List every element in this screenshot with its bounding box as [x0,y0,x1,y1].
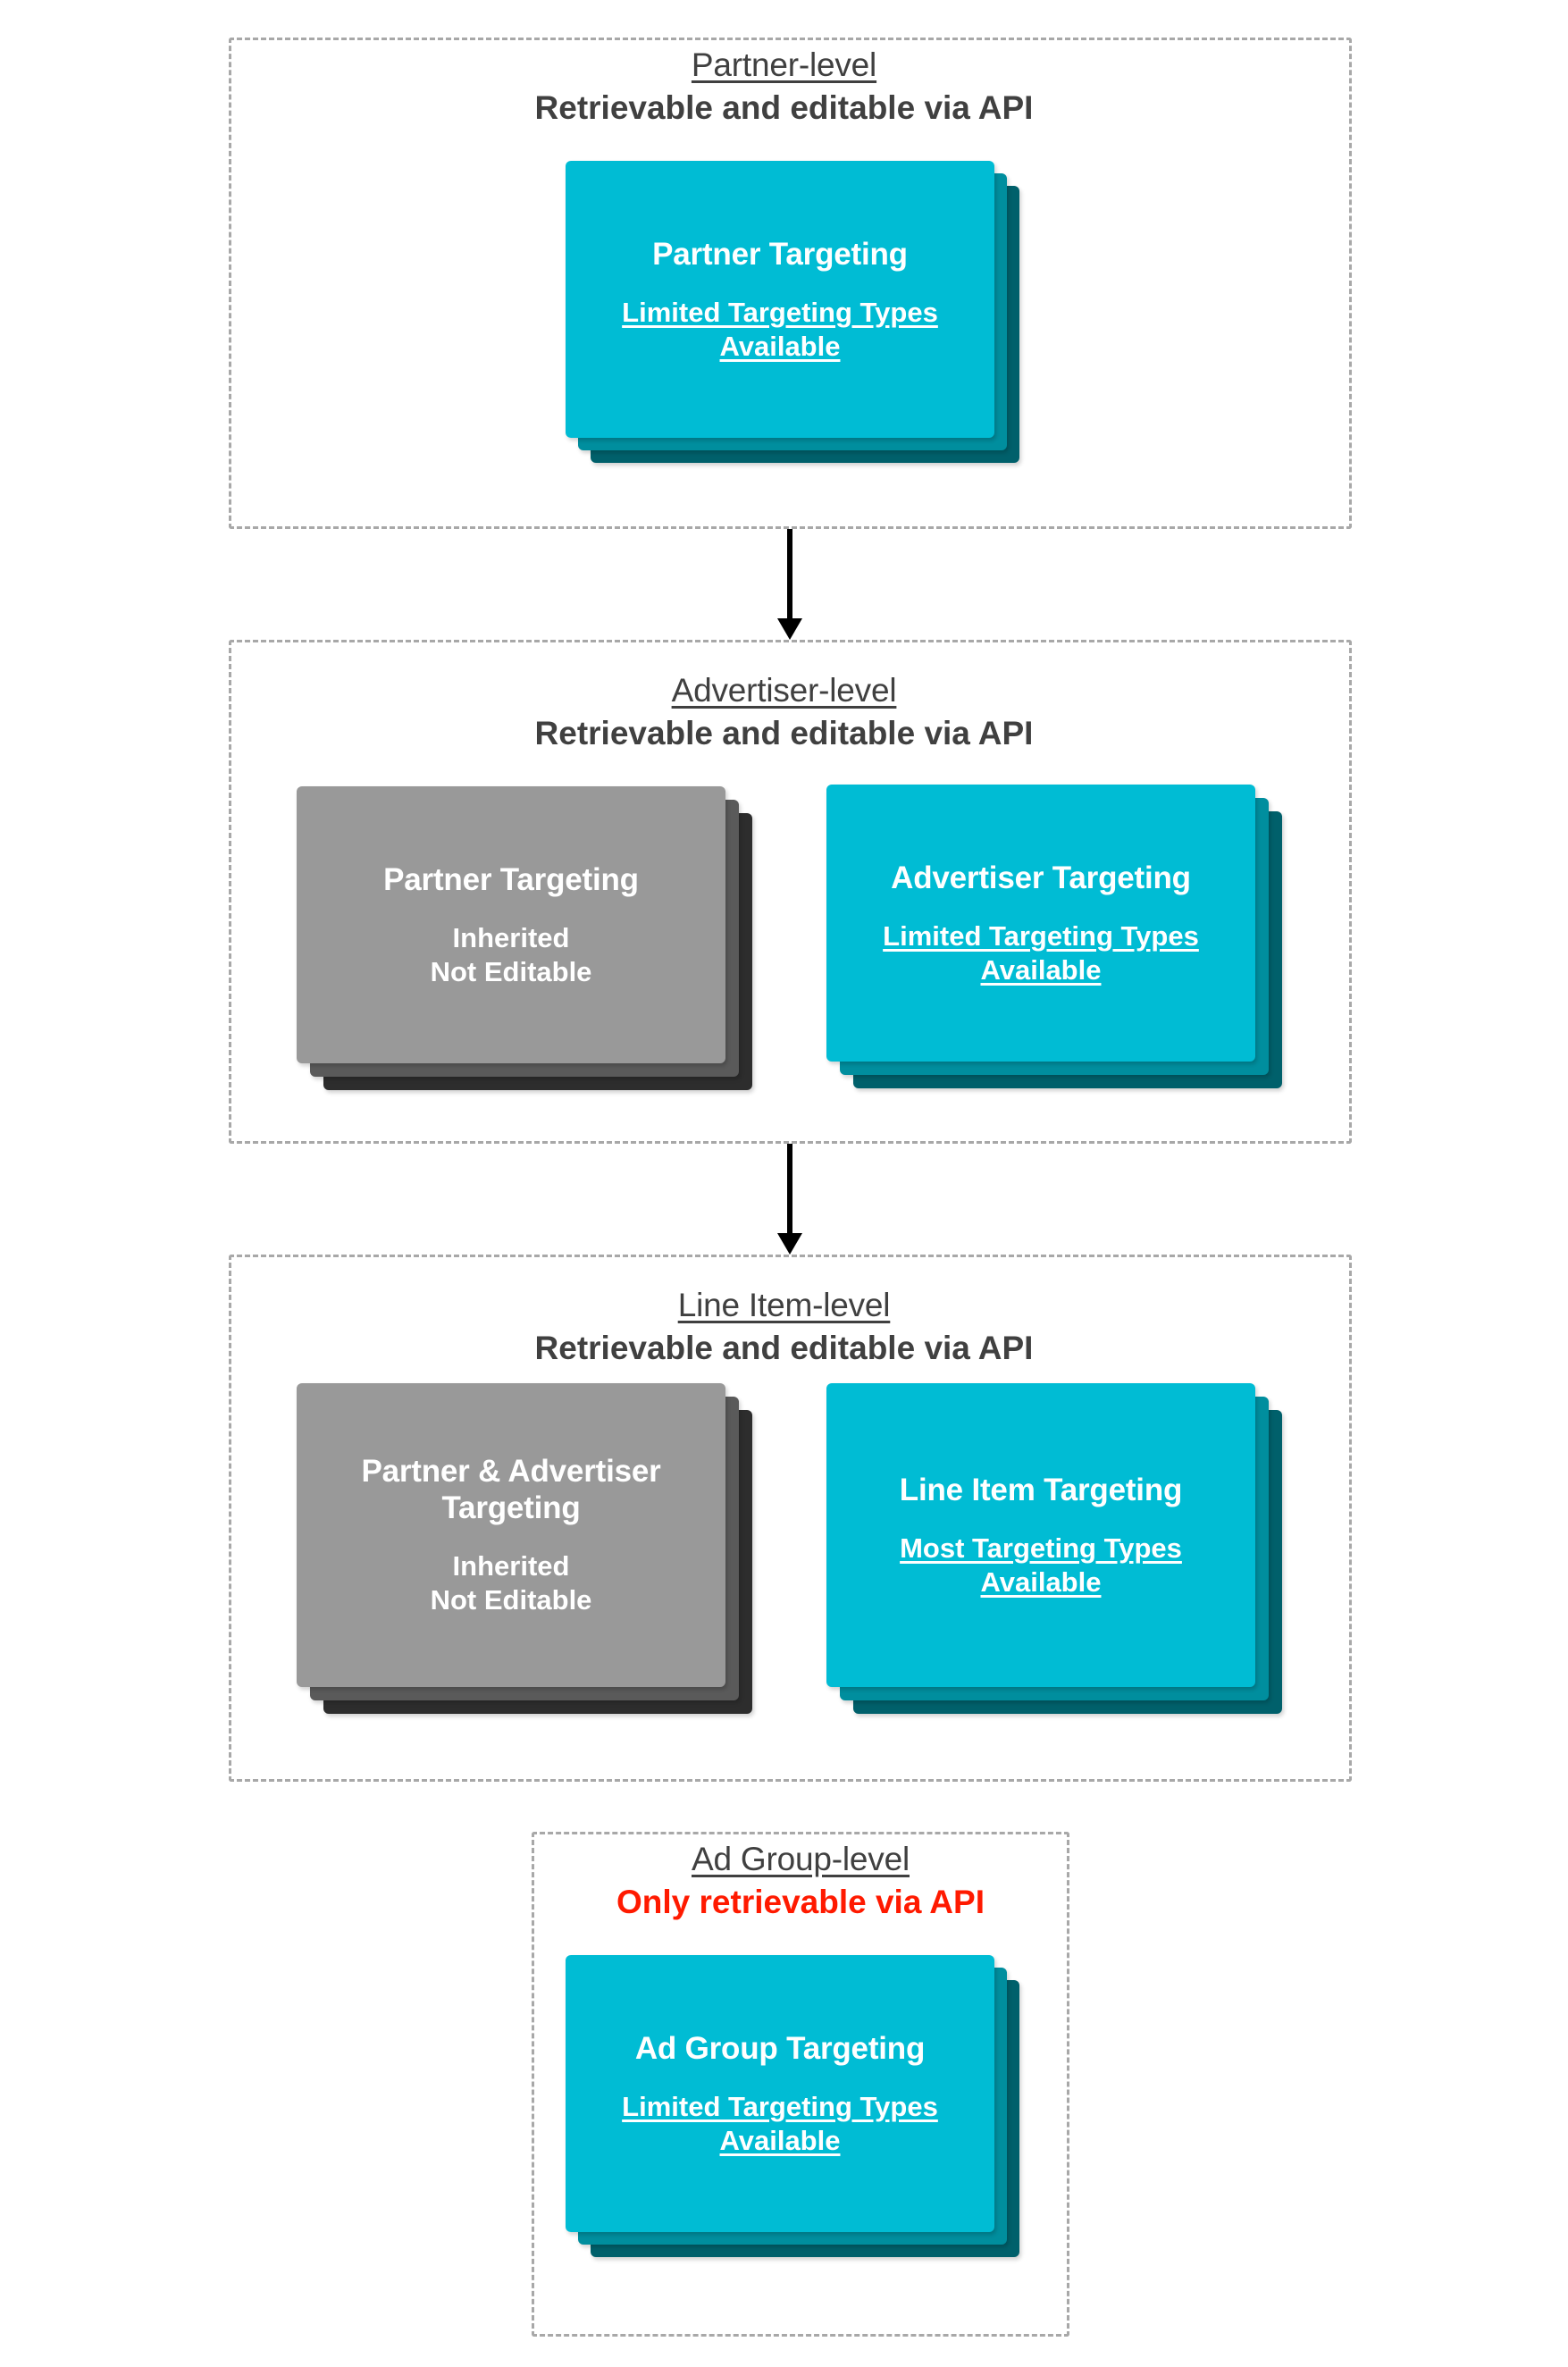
level-box-line-item [229,1255,1352,1782]
card-subtitle: Inherited Not Editable [430,1550,592,1616]
card-title: Partner & Advertiser Targeting [361,1453,661,1526]
partner-targeting-card[interactable]: Partner Targeting Limited Targeting Type… [566,161,994,438]
card-stack-advertiser-inherited-partner: Partner Targeting Inherited Not Editable [297,786,770,1117]
card-content: Line Item Targeting Most Targeting Types… [826,1383,1255,1687]
card-stack-partner-targeting: Partner Targeting Limited Targeting Type… [566,161,1030,483]
line-item-targeting-card[interactable]: Line Item Targeting Most Targeting Types… [826,1383,1255,1687]
card-title: Line Item Targeting [899,1472,1183,1507]
card-content: Ad Group Targeting Limited Targeting Typ… [566,1955,994,2232]
card-title: Advertiser Targeting [891,860,1191,895]
arrow-advertiser-to-line-item [774,1144,806,1255]
card-stack-line-item-inherited: Partner & Advertiser Targeting Inherited… [297,1383,770,1741]
card-subtitle: Limited Targeting Types Available [883,919,1199,986]
arrow-partner-to-advertiser [774,529,806,640]
card-subtitle: Limited Targeting Types Available [622,296,938,362]
card-content: Partner Targeting Limited Targeting Type… [566,161,994,438]
ad-group-targeting-card[interactable]: Ad Group Targeting Limited Targeting Typ… [566,1955,994,2232]
inherited-partner-advertiser-targeting-card[interactable]: Partner & Advertiser Targeting Inherited… [297,1383,725,1687]
card-title: Ad Group Targeting [634,2030,926,2066]
card-content: Partner & Advertiser Targeting Inherited… [297,1383,725,1687]
card-content: Advertiser Targeting Limited Targeting T… [826,785,1255,1062]
card-stack-ad-group-targeting: Ad Group Targeting Limited Targeting Typ… [566,1955,1039,2286]
level-box-partner [229,38,1352,529]
level-box-ad-group [532,1832,1069,2337]
inherited-partner-targeting-card[interactable]: Partner Targeting Inherited Not Editable [297,786,725,1063]
card-title: Partner Targeting [652,236,908,272]
advertiser-targeting-card[interactable]: Advertiser Targeting Limited Targeting T… [826,785,1255,1062]
card-subtitle: Limited Targeting Types Available [622,2090,938,2156]
card-title: Partner Targeting [383,861,639,897]
card-subtitle: Most Targeting Types Available [900,1532,1182,1598]
card-stack-advertiser-targeting: Advertiser Targeting Limited Targeting T… [826,785,1300,1115]
card-stack-line-item-targeting: Line Item Targeting Most Targeting Types… [826,1383,1300,1741]
level-box-advertiser [229,640,1352,1144]
card-content: Partner Targeting Inherited Not Editable [297,786,725,1063]
card-subtitle: Inherited Not Editable [430,921,592,987]
